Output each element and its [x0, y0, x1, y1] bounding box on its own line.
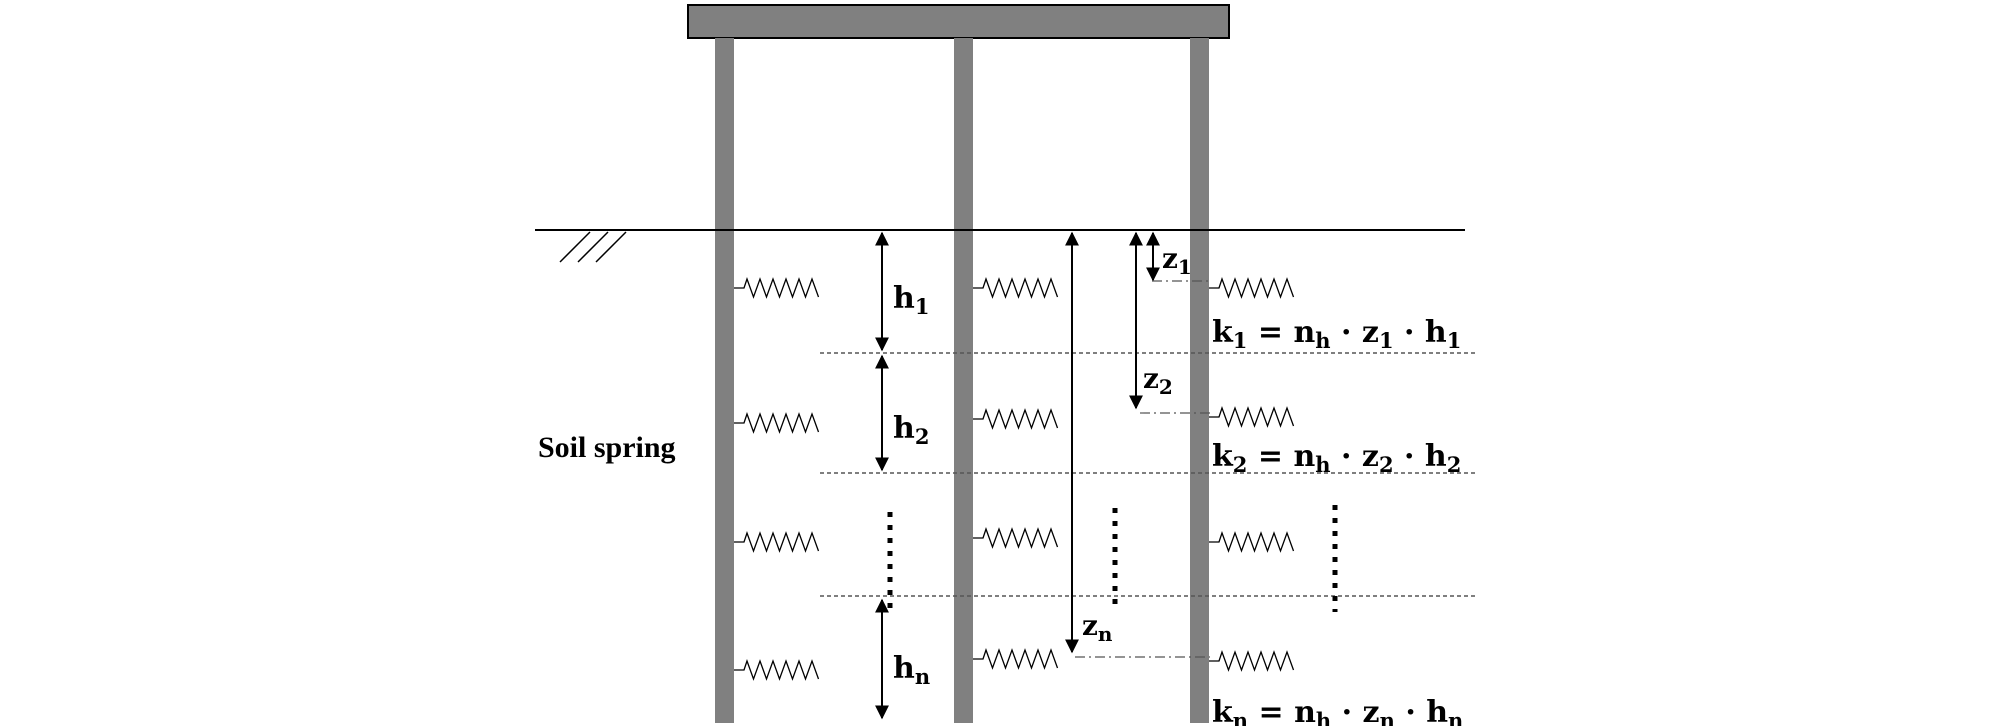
soil-spring-6: [973, 408, 1059, 430]
soil-spring-9: [1209, 277, 1295, 299]
label-hn: hn: [893, 651, 930, 689]
soil-spring-8: [973, 648, 1059, 670]
label-z1: z1: [1162, 242, 1192, 279]
depth-arrows: [1065, 231, 1160, 654]
pile-middle: [954, 38, 973, 723]
equation-k2: k2 = nh · z2 · h2: [1212, 439, 1461, 477]
soil-spring-2: [734, 412, 820, 434]
pile-left: [715, 38, 734, 723]
label-h2: h2: [893, 411, 929, 449]
pile-right: [1190, 38, 1209, 723]
label-h1: h1: [893, 281, 929, 319]
label-z2: z2: [1143, 362, 1173, 399]
equation-k1: k1 = nh · z1 · h1: [1212, 315, 1461, 353]
soil-spring-4: [734, 659, 820, 681]
soil-spring-label: Soil spring: [538, 431, 676, 464]
equation-kn: kn = nh · zn · hn: [1212, 695, 1463, 726]
soil-spring-11: [1209, 531, 1295, 553]
soil-spring-1: [734, 277, 820, 299]
soil-spring-10: [1209, 406, 1295, 428]
continuation-dots: [887, 505, 1338, 612]
soil-spring-3: [734, 531, 820, 553]
soil-spring-12: [1209, 650, 1295, 672]
stiffness-equations: k1 = nh · z1 · h1 k2 = nh · z2 · h2 kn = n…: [1212, 315, 1463, 726]
depth-reference-lines: [1075, 280, 1210, 658]
soil-spring-7: [973, 527, 1059, 549]
pile-cap: [687, 4, 1230, 39]
ground-hatch: [559, 231, 627, 263]
label-zn: zn: [1082, 609, 1113, 646]
soil-spring-5: [973, 277, 1059, 299]
soil-springs: [734, 277, 1295, 681]
